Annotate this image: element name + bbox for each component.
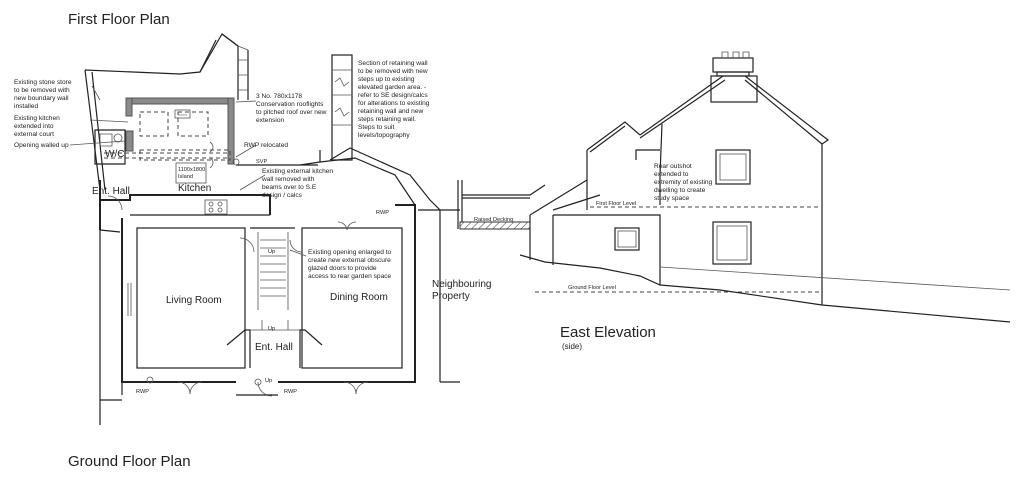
note-kitchen-wall-2: wall removed with [261, 176, 315, 183]
elevation-note-4: dwelling to create [654, 187, 706, 194]
first-floor-plan-title: First Floor Plan [68, 11, 170, 28]
ent-hall-left-label: Ent. Hall [92, 186, 130, 197]
note-kitchen-wall-1: Existing external kitchen [262, 168, 333, 175]
note-store-3: new boundary wall [14, 95, 69, 102]
rwp-marker [232, 158, 240, 166]
note-opening: Opening walled up [14, 142, 69, 149]
walled-up-opening [125, 130, 134, 152]
east-elevation-subtitle: (side) [562, 342, 582, 351]
note-retaining-7: retaining wall and new [358, 108, 423, 115]
window-upper [715, 149, 751, 185]
ground-floor-level-label: Ground Floor Level [568, 285, 616, 291]
note-retaining-6: for alterations to existing [358, 100, 430, 107]
note-retaining-8: steps retaining wall. [358, 116, 416, 123]
note-retaining-2: to be removed with new [358, 68, 428, 75]
note-kitchen-wall-4: design / calcs [262, 192, 303, 199]
extension-wall-right [227, 97, 235, 165]
window-extension [614, 227, 640, 251]
rwp-label-top: RWP [376, 210, 389, 216]
up-label-2: Up [268, 326, 275, 332]
island-size-label: 1100x1800 [178, 167, 205, 173]
note-rooflight-4: extension [256, 117, 285, 124]
elevation-note-2: extended to [654, 171, 689, 178]
rwp-label-left: RWP [136, 389, 149, 395]
living-room-label: Living Room [166, 295, 222, 306]
note-store-2: to be removed with [14, 87, 70, 94]
elevation-note-3: extremity of existing [654, 179, 713, 186]
note-rooflight-3: to pitched roof over new [256, 109, 327, 116]
svp-label: SVP [256, 159, 267, 165]
note-rooflight-2: Conservation rooflights [256, 101, 324, 108]
note-opening-2: create new external obscure [308, 257, 391, 264]
note-rooflight-1: 3 No. 780x1178 [256, 93, 302, 100]
elevation-note-1: Rear outshot [654, 163, 692, 170]
raised-decking [459, 221, 531, 230]
wc-label: W/C [105, 149, 124, 160]
note-kitchen-2: extended into [14, 123, 54, 130]
elevation-note-5: study space [654, 195, 690, 202]
note-kitchen-3: external court [14, 131, 54, 138]
extension-wall-left [125, 97, 133, 117]
note-store-4: installed [14, 103, 39, 110]
note-retaining-3: steps up to existing [358, 76, 415, 83]
note-opening-3: glazed doors to provide [308, 265, 377, 272]
note-rwp-relocated: RWP relocated [244, 142, 288, 149]
note-retaining-5: refer to SE design/calcs [358, 92, 428, 99]
note-kitchen-wall-3: beams over to S.E [262, 184, 317, 191]
ground-floor-plan-title: Ground Floor Plan [68, 453, 191, 470]
east-elevation: Raised Decking First Floor Level Ground … [457, 51, 1011, 323]
note-retaining-1: Section of retaining wall [358, 60, 428, 67]
raised-decking-label: Raised Decking [474, 217, 513, 223]
note-retaining-9: Steps to suit [358, 124, 394, 131]
kitchen-label: Kitchen [178, 183, 211, 194]
note-retaining-10: levels/topography [358, 132, 410, 139]
neighbouring-label-2: Property [432, 291, 470, 302]
island-label: Island [178, 174, 193, 180]
note-store-1: Existing stone store [14, 79, 72, 86]
neighbouring-label: Neighbouring [432, 279, 492, 290]
dining-room-label: Dining Room [330, 292, 388, 303]
note-retaining-4: elevated garden area. - [358, 84, 426, 91]
up-label-3: Up [265, 378, 272, 384]
note-opening-1: Existing opening enlarged to [308, 249, 392, 256]
floor-plan: ==== 1100x1800 Island [14, 33, 492, 425]
note-opening-4: access to rear garden space [308, 273, 392, 280]
window-lower [712, 221, 752, 265]
east-elevation-title: East Elevation [560, 324, 656, 341]
rwp-label-right: RWP [284, 389, 297, 395]
note-kitchen-1: Existing kitchen [14, 115, 60, 122]
ent-hall-front-label: Ent. Hall [255, 342, 293, 353]
svg-text:====: ==== [178, 112, 188, 117]
extension-wall-top [125, 97, 235, 105]
first-floor-level-label: First Floor Level [596, 201, 636, 207]
up-label-1: Up [268, 249, 275, 255]
